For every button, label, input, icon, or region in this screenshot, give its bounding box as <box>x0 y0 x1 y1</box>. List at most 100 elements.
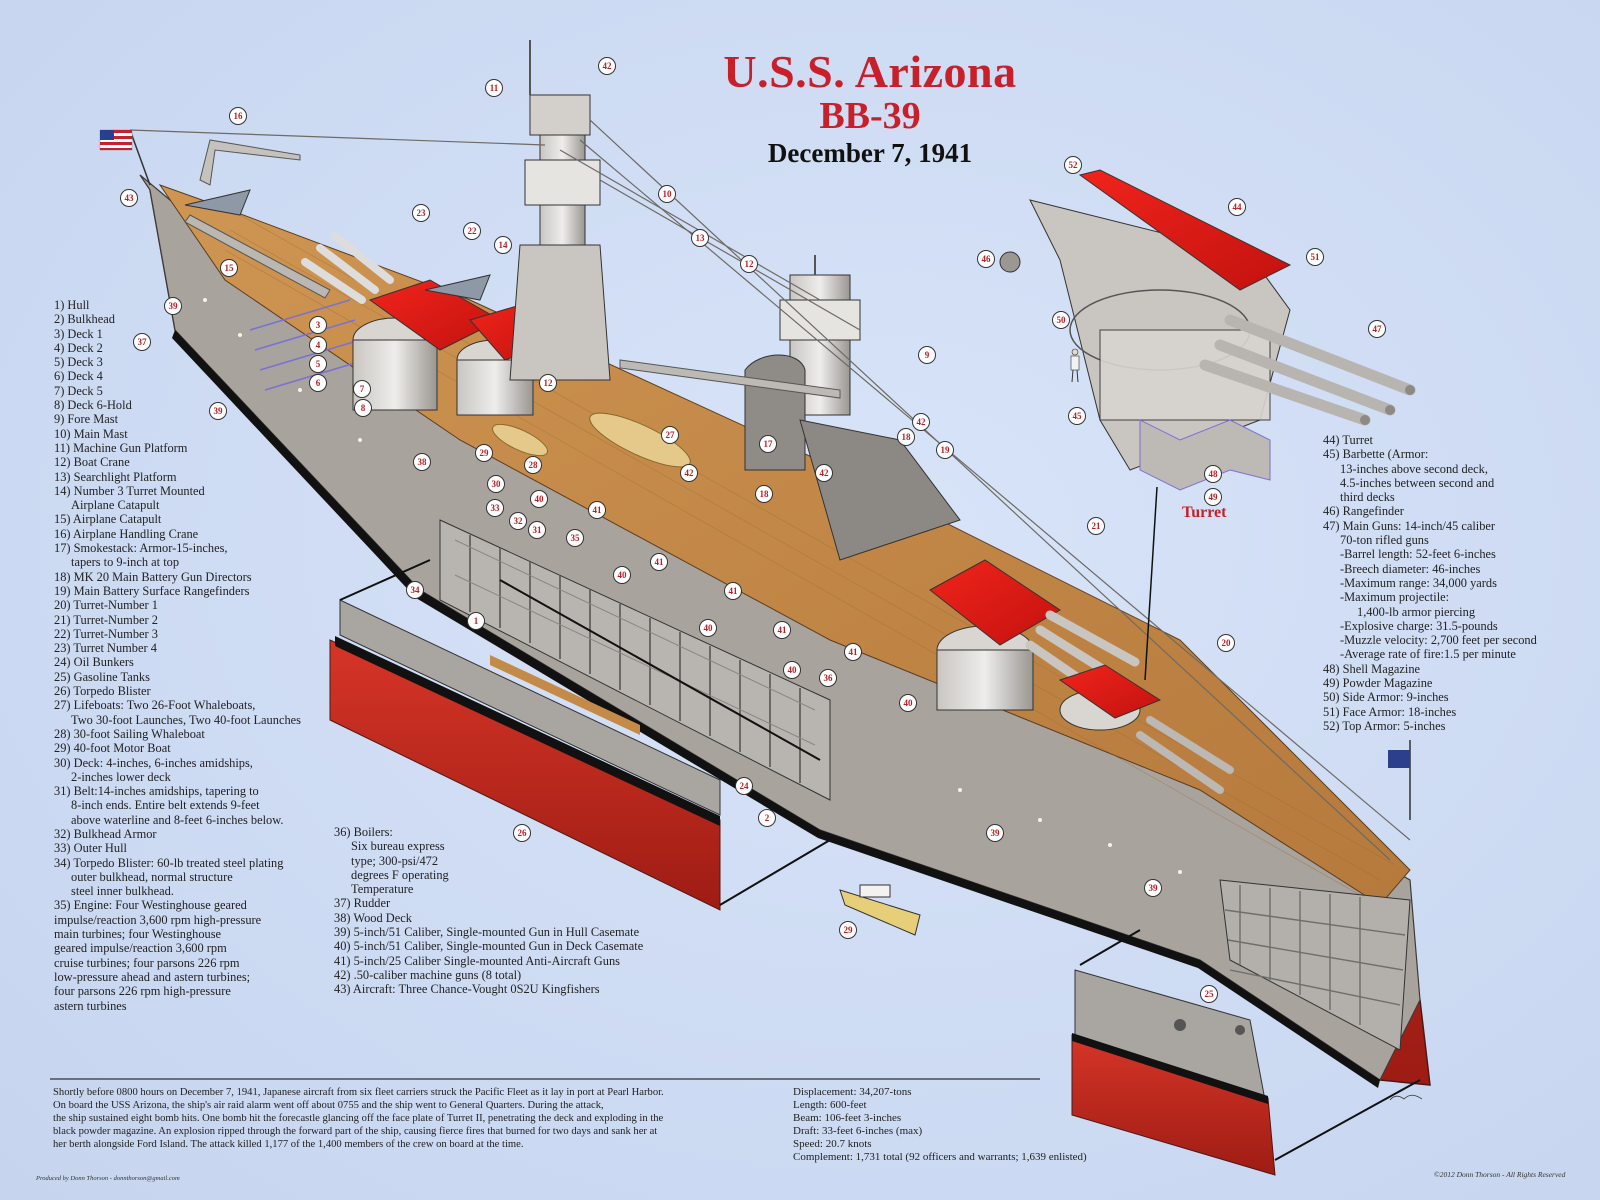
callout-marker-48: 48 <box>1204 465 1222 483</box>
callout-marker-50: 50 <box>1052 311 1070 329</box>
legend-item-continuation: astern turbines <box>54 998 127 1013</box>
turret-detail-illustration <box>999 169 1416 681</box>
history-line: the ship sustained eight bomb hits. One … <box>53 1113 664 1125</box>
callout-marker-46: 46 <box>977 250 995 268</box>
callout-marker-14: 14 <box>494 236 512 254</box>
legend-item: 26) Torpedo Blister <box>54 684 151 699</box>
aircraft-crane-catapult <box>184 139 491 301</box>
callout-marker-42: 42 <box>598 57 616 75</box>
legend-item: 27) Lifeboats: Two 26-Foot Whaleboats, <box>54 698 256 713</box>
history-paragraph: Shortly before 0800 hours on December 7,… <box>53 1086 743 1151</box>
legend-item-continuation: 1,400-lb armor piercing <box>1357 604 1476 619</box>
callout-marker-52: 52 <box>1064 156 1082 174</box>
callout-marker-17: 17 <box>759 435 777 453</box>
artist-signature <box>1389 1094 1423 1101</box>
callout-marker-10: 10 <box>658 185 676 203</box>
legend-item: 14) Number 3 Turret Mounted <box>54 483 205 498</box>
legend-item-continuation: Temperature <box>351 882 414 897</box>
callout-marker-2: 2 <box>758 809 776 827</box>
spec-line: Length: 600-feet <box>793 1099 867 1112</box>
hull-frame-cutaway <box>249 299 1411 1051</box>
legend-item: 4) Deck 2 <box>54 340 103 355</box>
legend-item-continuation: four parsons 226 rpm high-pressure <box>54 984 231 999</box>
legend-item: 34) Torpedo Blister: 60-lb treated steel… <box>54 855 284 870</box>
callout-marker-18: 18 <box>897 428 915 446</box>
legend-item-continuation: degrees F operating <box>351 867 449 882</box>
history-line: Shortly before 0800 hours on December 7,… <box>53 1087 664 1098</box>
legend-item: 18) MK 20 Main Battery Gun Directors <box>54 569 252 584</box>
legend-item: 7) Deck 5 <box>54 383 103 398</box>
legend-item: 3) Deck 1 <box>54 326 103 341</box>
legend-item-continuation: -Barrel length: 52-feet 6-inches <box>1340 547 1496 562</box>
legend-item-continuation: -Average rate of fire:1.5 per minute <box>1340 647 1516 662</box>
legend-item-continuation: main turbines; four Westinghouse <box>54 927 222 942</box>
legend-item-continuation: third decks <box>1340 490 1395 505</box>
callout-marker-25: 25 <box>1200 985 1218 1003</box>
legend-item-continuation: -Breech diameter: 46-inches <box>1340 561 1481 576</box>
legend-item: 22) Turret-Number 3 <box>54 626 158 641</box>
legend-item: 31) Belt:14-inches amidships, tapering t… <box>54 784 259 799</box>
callout-marker-8: 8 <box>354 399 372 417</box>
callout-marker-9: 9 <box>918 346 936 364</box>
callout-marker-42: 42 <box>680 464 698 482</box>
callout-marker-41: 41 <box>844 643 862 661</box>
legend-item-continuation: cruise turbines; four parsons 226 rpm <box>54 955 240 970</box>
callout-marker-39: 39 <box>164 297 182 315</box>
legend-item: 16) Airplane Handling Crane <box>54 526 199 541</box>
legend-item-continuation: 70-ton rifled guns <box>1340 533 1429 548</box>
legend-item: 47) Main Guns: 14-inch/45 caliber <box>1323 518 1496 533</box>
callout-marker-20: 20 <box>1217 634 1235 652</box>
turret-4 <box>301 232 502 411</box>
legend-item: 39) 5-inch/51 Caliber, Single-mounted Gu… <box>334 925 640 940</box>
callout-marker-40: 40 <box>783 661 801 679</box>
callout-marker-39: 39 <box>1144 879 1162 897</box>
callout-marker-29: 29 <box>475 444 493 462</box>
legend-item-continuation: -Explosive charge: 31.5-pounds <box>1340 618 1498 633</box>
legend-item: 36) Boilers: <box>334 825 393 839</box>
legend-item-continuation: -Maximum projectile: <box>1340 590 1450 605</box>
legend-item: 23) Turret Number 4 <box>54 641 157 656</box>
callout-marker-4: 4 <box>309 336 327 354</box>
legend-item-continuation: impulse/reaction 3,600 rpm high-pressure <box>54 912 262 927</box>
divider-rule <box>50 1078 1040 1080</box>
turret-1 <box>1058 664 1234 794</box>
legend-item: 50) Side Armor: 9-inches <box>1323 690 1449 705</box>
callout-marker-51: 51 <box>1306 248 1324 266</box>
jack-flag-bow <box>1388 740 1411 820</box>
date-subtitle: December 7, 1941 <box>767 138 973 168</box>
callout-marker-36: 36 <box>819 669 837 687</box>
legend-item-continuation: steel inner bulkhead. <box>71 884 174 899</box>
callout-marker-42: 42 <box>815 464 833 482</box>
callout-marker-41: 41 <box>588 501 606 519</box>
legend-item: 32) Bulkhead Armor <box>54 826 157 841</box>
callout-marker-34: 34 <box>406 581 424 599</box>
callout-marker-44: 44 <box>1228 198 1246 216</box>
legend-item: 41) 5-inch/25 Caliber Single-mounted Ant… <box>334 953 620 968</box>
callout-marker-15: 15 <box>220 259 238 277</box>
turret-2 <box>929 559 1140 711</box>
legend-item: 25) Gasoline Tanks <box>54 669 150 684</box>
legend-item: 52) Top Armor: 5-inches <box>1323 718 1446 733</box>
legend-item: 12) Boat Crane <box>54 455 130 470</box>
callout-marker-13: 13 <box>691 229 709 247</box>
callout-marker-24: 24 <box>735 777 753 795</box>
callout-marker-7: 7 <box>353 380 371 398</box>
motor-boat-29 <box>839 884 921 936</box>
callout-marker-12: 12 <box>740 255 758 273</box>
legend-item-continuation: 13-inches above second deck, <box>1340 461 1488 476</box>
legend-item: 51) Face Armor: 18-inches <box>1323 704 1457 719</box>
callout-marker-40: 40 <box>613 566 631 584</box>
torpedo-blister-panel <box>329 559 831 911</box>
legend-item: 48) Shell Magazine <box>1323 661 1421 676</box>
callout-marker-31: 31 <box>528 521 546 539</box>
rigging-lines <box>129 119 1411 861</box>
legend-item-continuation: 8-inch ends. Entire belt extends 9-feet <box>71 798 260 813</box>
callout-marker-42: 42 <box>912 413 930 431</box>
legend-item-continuation: -Muzzle velocity: 2,700 feet per second <box>1340 633 1537 648</box>
callout-marker-38: 38 <box>413 453 431 471</box>
legend-item: 45) Barbette (Armor: <box>1323 447 1429 462</box>
callout-marker-28: 28 <box>524 456 542 474</box>
callout-marker-11: 11 <box>485 79 503 97</box>
legend-item: 1) Hull <box>54 298 90 312</box>
